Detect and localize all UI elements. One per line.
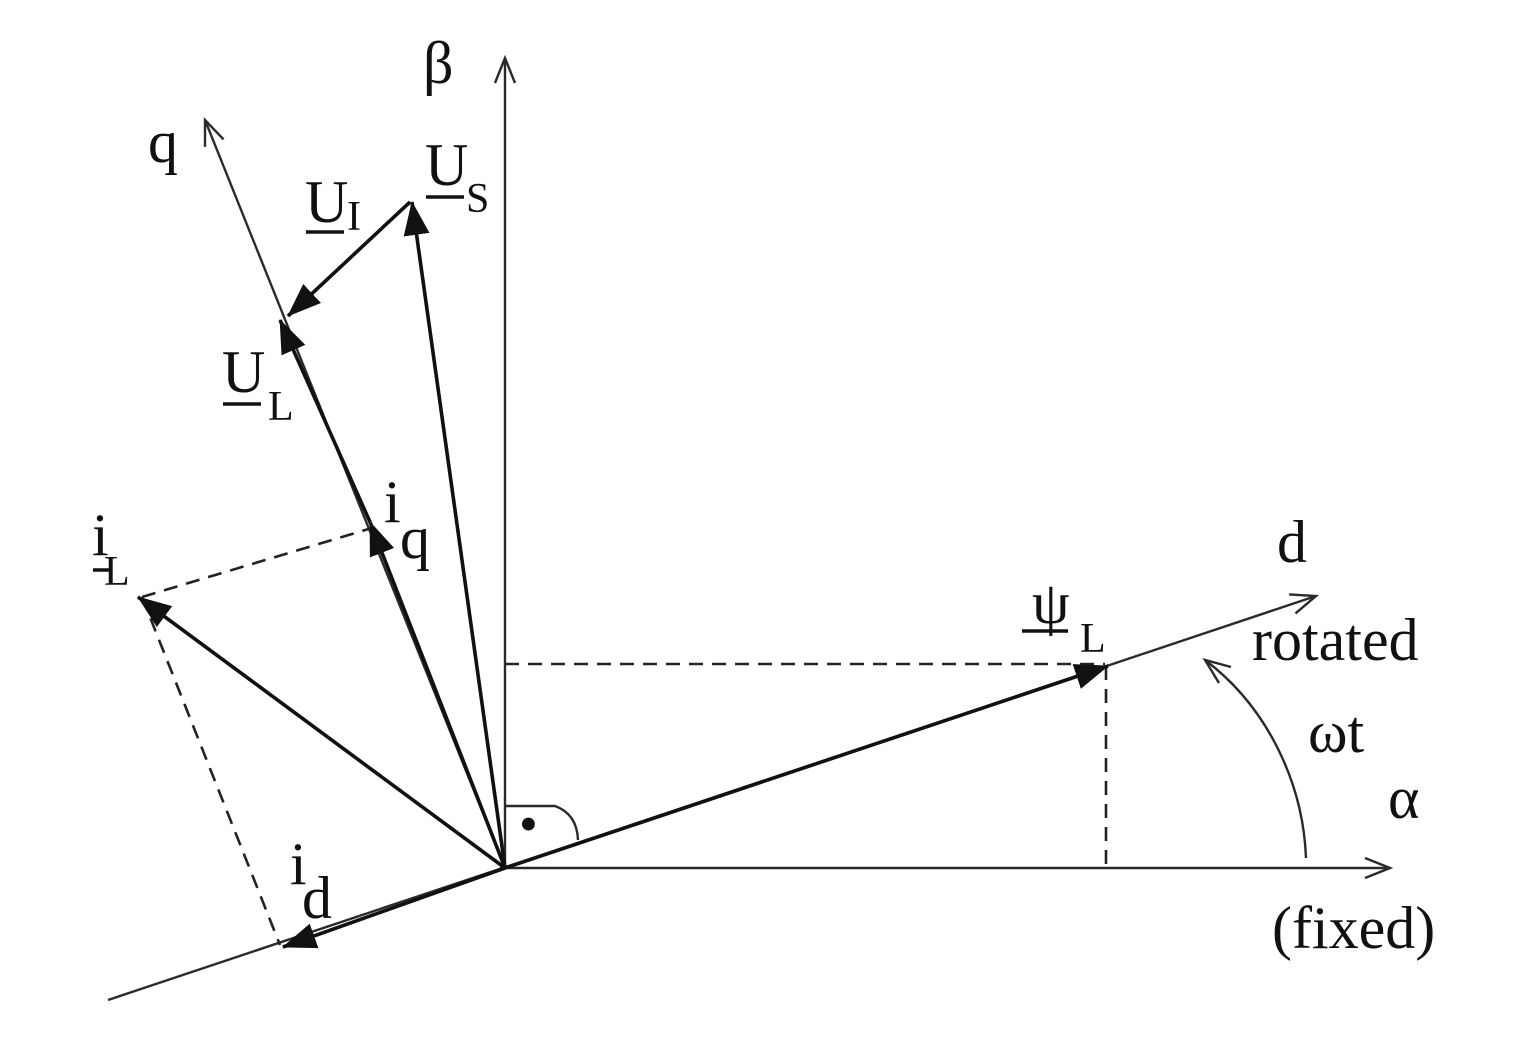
fixed-label: (fixed): [1272, 895, 1435, 961]
right-angle-dot: •: [519, 794, 538, 854]
i-d-subscript: d: [302, 865, 332, 931]
omega-t-label: ωt: [1308, 699, 1364, 765]
u-i-label: U: [305, 169, 348, 235]
u-s-subscript: S: [466, 176, 489, 222]
i-l-label: i: [92, 502, 109, 568]
beta-label: β: [423, 30, 454, 96]
vector-u-l: [278, 319, 372, 523]
u-i-subscript: I: [347, 194, 361, 240]
i-q-label: i: [384, 469, 401, 535]
d-label: d: [1277, 509, 1307, 575]
il-to-id-projection: [140, 596, 282, 946]
q-label: q: [148, 109, 178, 175]
vector-i-d: [282, 866, 506, 949]
vector-u-s: [403, 201, 507, 869]
vector-u-i: [286, 200, 412, 318]
vector-i-l: [136, 595, 507, 870]
rotated-label: rotated: [1252, 607, 1419, 673]
alpha-label: α: [1388, 765, 1419, 831]
vector-i-q: [368, 521, 507, 869]
i-q-subscript: q: [400, 505, 430, 571]
u-l-subscript: L: [268, 384, 294, 430]
u-s-label: U: [425, 132, 468, 198]
omega-t-arc: [1205, 660, 1308, 859]
psi-l-label: ψ: [1032, 570, 1070, 636]
u-l-label: U: [222, 339, 265, 405]
i-d-label: i: [290, 831, 307, 897]
vector-psi-l: [504, 664, 1109, 870]
i-l-subscript: L: [104, 549, 130, 595]
psi-l-subscript: L: [1080, 616, 1106, 662]
right-angle-marker: [505, 804, 580, 841]
il-to-iq-projection: [141, 526, 373, 599]
